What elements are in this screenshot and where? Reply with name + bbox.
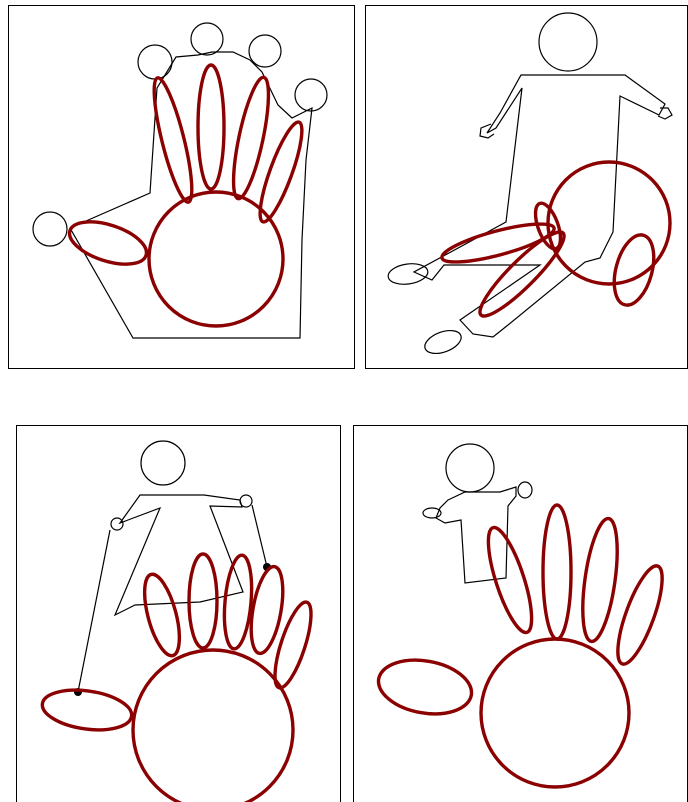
panel-2: [366, 6, 688, 369]
panel-3: [17, 426, 341, 802]
panel-1: [9, 6, 355, 369]
panel-4: [354, 426, 688, 802]
